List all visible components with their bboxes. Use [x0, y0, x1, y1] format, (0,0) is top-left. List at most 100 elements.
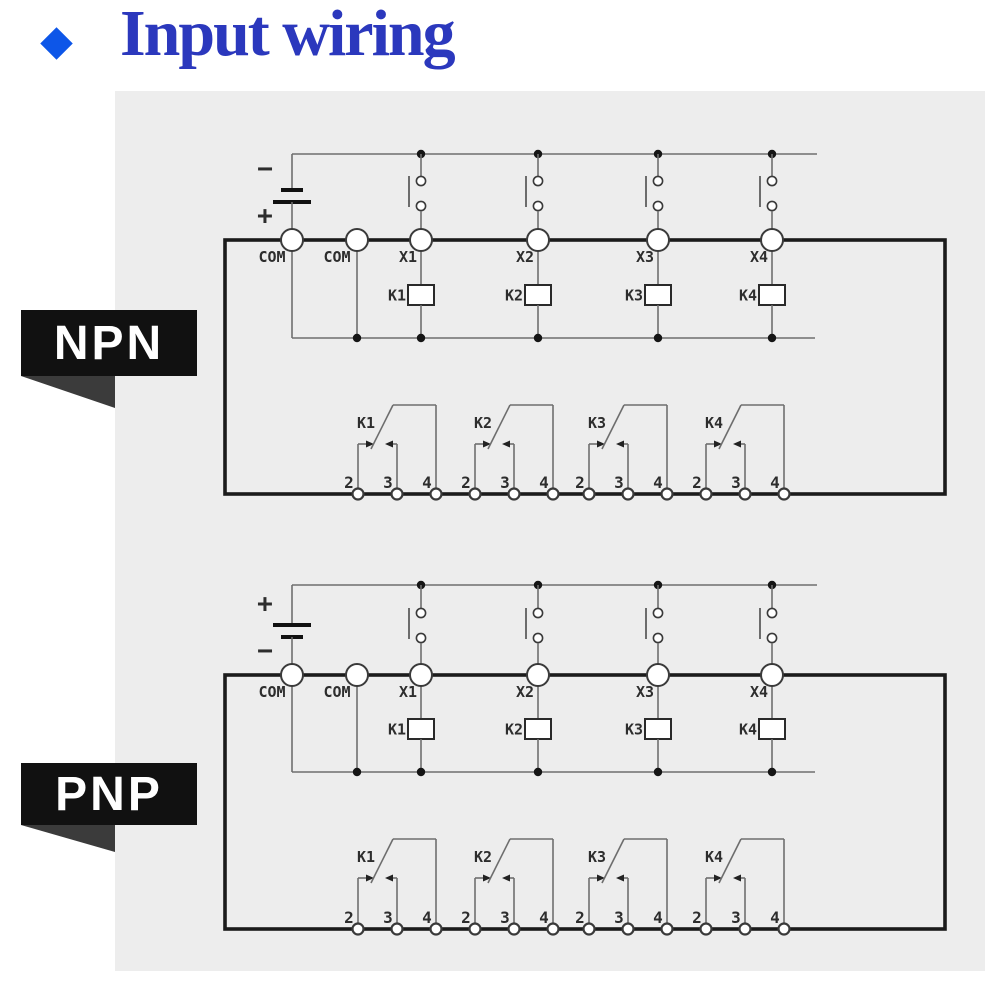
coil-label: K3 — [625, 721, 643, 739]
contact-pin — [468, 487, 482, 501]
arrowhead-icon — [597, 874, 605, 882]
junction-dot — [533, 333, 543, 343]
pin-number-label: 3 — [383, 908, 393, 927]
pin-number-label: 4 — [770, 473, 780, 492]
switch-contact — [532, 632, 544, 644]
terminal-label: X3 — [636, 683, 654, 701]
pin-number-label: 2 — [461, 908, 471, 927]
contact-lever — [718, 838, 742, 884]
pin-number-label: 4 — [539, 908, 549, 927]
relay-coil — [758, 284, 786, 306]
switch-contact — [532, 607, 544, 619]
junction-dot — [767, 333, 777, 343]
coil-label: K2 — [505, 287, 523, 305]
pin-number-label: 4 — [770, 908, 780, 927]
pin-number-label: 3 — [383, 473, 393, 492]
terminal — [280, 663, 304, 687]
pin-number-label: 4 — [422, 473, 432, 492]
module-outline — [223, 238, 947, 496]
switch-contact — [532, 200, 544, 212]
terminal-label: X2 — [516, 683, 534, 701]
contact-relay-label: K2 — [474, 848, 492, 866]
pin-number-label: 2 — [344, 473, 354, 492]
contact-pin — [546, 487, 560, 501]
pin-number-label: 2 — [461, 473, 471, 492]
junction-dot — [352, 767, 362, 777]
arrowhead-icon — [483, 440, 491, 448]
contact-lever — [601, 838, 625, 884]
terminal-label: COM — [258, 683, 285, 701]
contact-lever — [370, 838, 394, 884]
contact-relay-label: K4 — [705, 848, 723, 866]
contact-pin — [738, 487, 752, 501]
terminal — [526, 663, 550, 687]
junction-dot — [416, 767, 426, 777]
switch-contact — [652, 200, 664, 212]
pin-number-label: 3 — [731, 908, 741, 927]
module-outline — [223, 673, 947, 931]
contact-pin — [390, 922, 404, 936]
terminal-label: X2 — [516, 248, 534, 266]
contact-relay-label: K1 — [357, 848, 375, 866]
contact-pin — [546, 922, 560, 936]
arrowhead-icon — [733, 874, 741, 882]
relay-coil — [644, 284, 672, 306]
pin-number-label: 4 — [422, 908, 432, 927]
battery-polarity-sign: + — [257, 201, 273, 231]
terminal-label: X4 — [750, 683, 768, 701]
pin-number-label: 2 — [344, 908, 354, 927]
terminal — [760, 663, 784, 687]
arrowhead-icon — [366, 874, 374, 882]
arrowhead-icon — [366, 440, 374, 448]
contact-pin — [429, 922, 443, 936]
switch-contact — [415, 175, 427, 187]
contact-pin — [582, 487, 596, 501]
switch-contact — [652, 632, 664, 644]
coil-label: K4 — [739, 721, 757, 739]
contact-lever — [487, 838, 511, 884]
terminal-label: COM — [323, 248, 350, 266]
pin-number-label: 3 — [614, 908, 624, 927]
switch-contact — [415, 607, 427, 619]
terminal — [526, 228, 550, 252]
contact-pin — [621, 487, 635, 501]
coil-label: K3 — [625, 287, 643, 305]
switch-contact — [532, 175, 544, 187]
contact-lever — [718, 404, 742, 450]
terminal — [280, 228, 304, 252]
contact-relay-label: K3 — [588, 414, 606, 432]
pin-number-label: 2 — [692, 908, 702, 927]
terminal — [646, 228, 670, 252]
terminal-label: COM — [258, 248, 285, 266]
contact-pin — [777, 922, 791, 936]
junction-dot — [533, 767, 543, 777]
terminal-label: X1 — [399, 248, 417, 266]
arrowhead-icon — [616, 440, 624, 448]
terminal-label: X4 — [750, 248, 768, 266]
pin-number-label: 2 — [575, 908, 585, 927]
arrowhead-icon — [385, 874, 393, 882]
switch-contact — [415, 632, 427, 644]
junction-dot — [767, 767, 777, 777]
contact-relay-label: K4 — [705, 414, 723, 432]
terminal — [760, 228, 784, 252]
arrowhead-icon — [483, 874, 491, 882]
contact-pin — [660, 922, 674, 936]
switch-contact — [415, 200, 427, 212]
pnp-ribbon-label: PNP — [21, 763, 197, 825]
pin-number-label: 3 — [500, 473, 510, 492]
contact-pin — [507, 922, 521, 936]
arrowhead-icon — [502, 874, 510, 882]
coil-label: K1 — [388, 721, 406, 739]
contact-pin — [351, 922, 365, 936]
coil-label: K4 — [739, 287, 757, 305]
relay-coil — [644, 718, 672, 740]
switch-contact — [652, 175, 664, 187]
junction-dot — [416, 333, 426, 343]
contact-pin — [621, 922, 635, 936]
switch-contact — [766, 632, 778, 644]
arrowhead-icon — [733, 440, 741, 448]
pin-number-label: 4 — [653, 473, 663, 492]
pin-number-label: 4 — [539, 473, 549, 492]
relay-coil — [758, 718, 786, 740]
